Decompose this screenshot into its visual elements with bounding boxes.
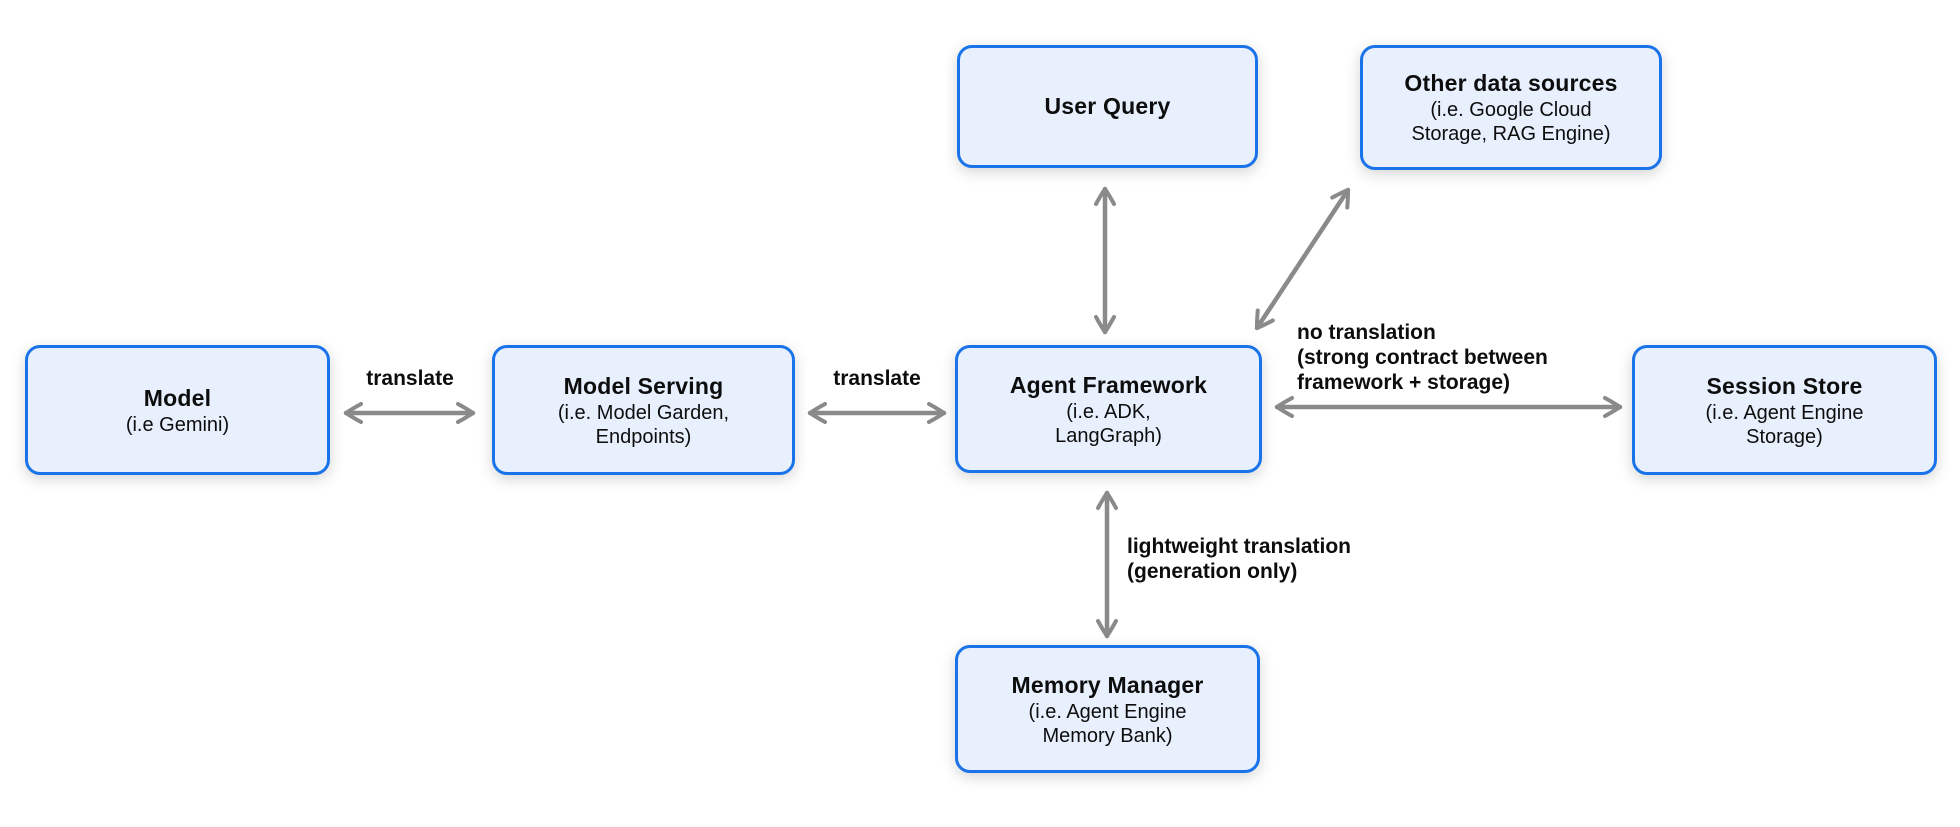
node-model-subtitle: (i.e Gemini)	[125, 413, 230, 436]
node-agent-framework-title: Agent Framework	[1009, 371, 1208, 398]
node-model: Model (i.e Gemini)	[25, 345, 330, 475]
edge-label-translate-model: translate	[366, 367, 454, 390]
node-agent-framework-subtitle: (i.e. ADK, LangGraph)	[1055, 400, 1162, 447]
edge-label-lightweight-translation: lightweight translation (generation only…	[1127, 535, 1351, 583]
arrow-agent-framework-other-data-sources	[1254, 187, 1351, 331]
node-session-store: Session Store (i.e. Agent Engine Storage…	[1632, 345, 1937, 475]
node-model-serving-title: Model Serving	[563, 372, 724, 399]
node-model-title: Model	[143, 384, 212, 411]
node-user-query: User Query	[957, 45, 1258, 168]
node-session-store-subtitle: (i.e. Agent Engine Storage)	[1705, 401, 1864, 448]
node-memory-manager-title: Memory Manager	[1011, 671, 1204, 698]
node-memory-manager: Memory Manager (i.e. Agent Engine Memory…	[955, 645, 1260, 773]
node-other-data-sources-title: Other data sources	[1404, 70, 1618, 96]
node-model-serving: Model Serving (i.e. Model Garden, Endpoi…	[492, 345, 795, 475]
node-model-serving-subtitle: (i.e. Model Garden, Endpoints)	[557, 401, 730, 448]
node-other-data-sources: Other data sources (i.e. Google Cloud St…	[1360, 45, 1662, 170]
node-other-data-sources-subtitle: (i.e. Google Cloud Storage, RAG Engine)	[1411, 99, 1611, 145]
node-user-query-title: User Query	[1044, 93, 1171, 119]
node-memory-manager-subtitle: (i.e. Agent Engine Memory Bank)	[1028, 700, 1187, 747]
edge-label-translate-serving: translate	[833, 367, 921, 390]
node-session-store-title: Session Store	[1706, 372, 1863, 399]
node-agent-framework: Agent Framework (i.e. ADK, LangGraph)	[955, 345, 1262, 473]
edge-label-no-translation: no translation (strong contract between …	[1297, 321, 1548, 394]
